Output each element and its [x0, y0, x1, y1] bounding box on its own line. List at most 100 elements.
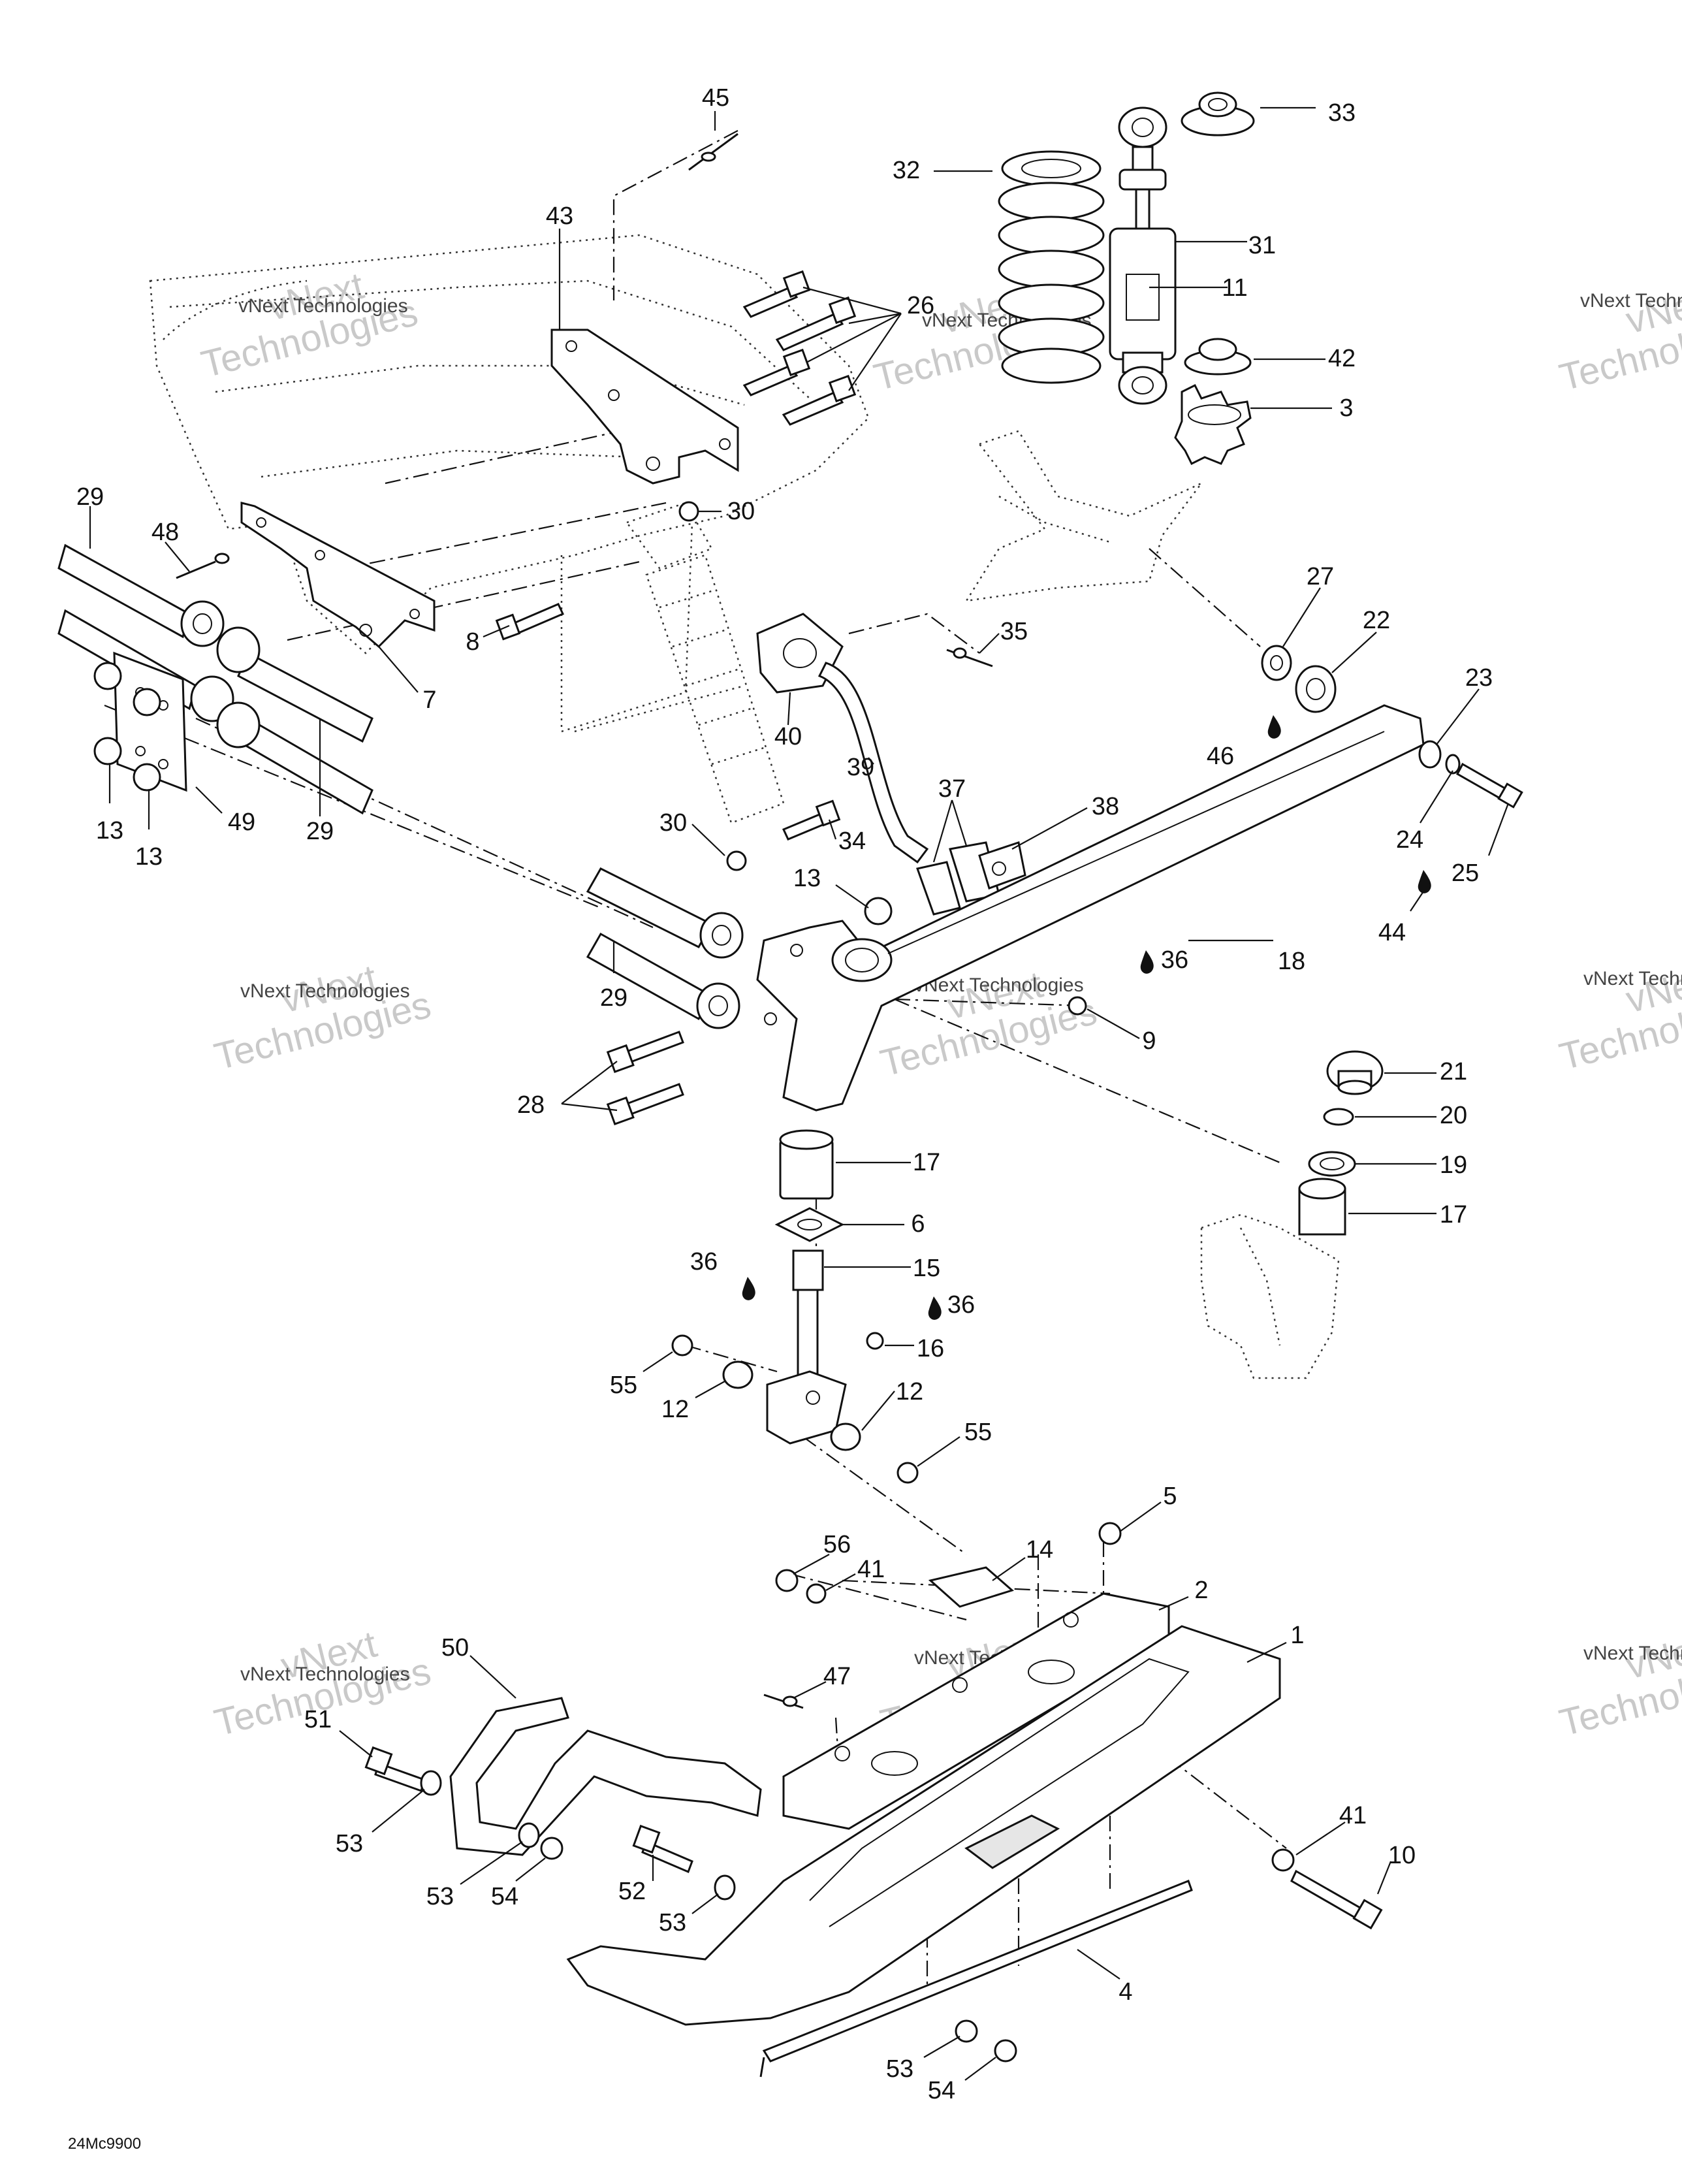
part-label-l23: 23 [1465, 664, 1493, 692]
part-30-nut [678, 501, 747, 871]
part-label-l49: 49 [228, 809, 255, 836]
watermark-text: vNext Technologies [1580, 290, 1682, 312]
watermark-text: vNext Technologies [1583, 968, 1682, 989]
part-42-spring-seat [1184, 338, 1252, 376]
part-34-bolt [782, 799, 841, 841]
part-label-l31: 31 [1248, 232, 1276, 259]
part-label-l34: 34 [838, 827, 866, 855]
part-label-l47: 47 [823, 1663, 851, 1690]
part-label-l19: 19 [1440, 1151, 1467, 1179]
part-label-l42: 42 [1328, 345, 1356, 372]
part-label-l55b: 55 [964, 1419, 992, 1446]
part-label-l29c: 29 [600, 984, 627, 1012]
right-frame-phantom [964, 430, 1202, 602]
part-55-washers [671, 1334, 919, 1484]
part-label-l43: 43 [546, 202, 573, 230]
part-label-l55a: 55 [610, 1372, 637, 1399]
part-12-bushings [722, 1360, 861, 1451]
part-5-nut [1098, 1522, 1122, 1545]
part-label-l18: 18 [1278, 948, 1305, 975]
part-label-l17a: 17 [913, 1149, 940, 1176]
part-25-bolt [1455, 762, 1523, 809]
part-label-l37: 37 [938, 775, 966, 803]
part-label-l48: 48 [151, 519, 179, 546]
part-label-l4: 4 [1119, 1978, 1132, 2006]
part-54-nuts [540, 1837, 1017, 2063]
part-32-coil-spring [998, 150, 1105, 384]
part-label-l53b: 53 [426, 1883, 454, 1910]
grease-drop-icon [928, 1296, 942, 1320]
part-21-cap [1326, 1050, 1384, 1095]
part-29-radius-rods [57, 543, 744, 1029]
part-49-plate [113, 651, 187, 792]
part-15-spindle [766, 1249, 847, 1445]
part-label-l39: 39 [847, 754, 874, 781]
part-28-bolts [606, 1031, 684, 1126]
watermark-text: vNext Technologies [1583, 1643, 1682, 1664]
grease-drop-icons [742, 715, 1431, 1320]
watermark-text: vNext Technologies [914, 974, 1084, 996]
part-label-l36c: 36 [947, 1291, 975, 1319]
part-8-bolt [495, 603, 565, 641]
part-label-l13b: 13 [135, 843, 163, 871]
part-label-l46: 46 [1207, 743, 1234, 770]
part-label-l13a: 13 [96, 817, 123, 844]
part-label-l54b: 54 [928, 2077, 955, 2104]
part-52-bolt [632, 1824, 693, 1873]
part-label-l10: 10 [1388, 1842, 1416, 1869]
part-label-l1: 1 [1290, 1622, 1304, 1649]
part-13-nuts [93, 662, 893, 925]
part-label-l41a: 41 [857, 1556, 885, 1583]
part-label-l15: 15 [913, 1255, 940, 1282]
part-45-cotter-pin [688, 133, 738, 171]
grease-drop-icon [1267, 715, 1281, 739]
part-label-l2: 2 [1194, 1577, 1208, 1604]
right-spindle-phantom [1200, 1213, 1340, 1379]
part-17-bushing [779, 1129, 834, 1200]
grease-drop-icon [742, 1277, 755, 1300]
part-label-l9: 9 [1142, 1027, 1156, 1055]
part-label-l44: 44 [1378, 919, 1406, 946]
part-label-l21: 21 [1440, 1058, 1467, 1085]
part-38-link-ends [978, 841, 1026, 890]
part-56-nut [775, 1569, 799, 1592]
part-label-l14: 14 [1026, 1536, 1053, 1564]
part-label-l16: 16 [917, 1335, 944, 1362]
part-43-upper-bracket [550, 329, 739, 485]
watermark-text: vNext Technologies [240, 980, 410, 1002]
part-22-bushing [1295, 665, 1337, 713]
part-label-l53a: 53 [336, 1830, 363, 1857]
part-label-l27: 27 [1307, 563, 1334, 590]
part-label-l56: 56 [823, 1531, 851, 1558]
part-label-l38: 38 [1092, 793, 1119, 820]
part-label-l32: 32 [893, 157, 920, 184]
part-35-pin [946, 647, 993, 667]
diagram-code: 24Mc9900 [68, 2135, 141, 2153]
part-label-l30b: 30 [659, 809, 687, 837]
part-50-handle [449, 1697, 762, 1856]
part-label-l12a: 12 [896, 1378, 923, 1405]
part-51-bolt [364, 1746, 426, 1792]
part-14-clip [928, 1566, 1015, 1608]
watermarks: vNext Technologies vNext Technologies vN… [197, 265, 1682, 1744]
part-label-l20: 20 [1440, 1102, 1467, 1129]
part-17-bushing-right [1298, 1178, 1346, 1236]
part-9-grease-fitting [1068, 996, 1087, 1016]
watermark-text: vNext Technologies [238, 295, 408, 317]
part-label-l29a: 29 [76, 483, 104, 511]
part-41-washer [806, 1583, 1295, 1872]
part-19-washer [1308, 1151, 1356, 1177]
part-label-l33: 33 [1328, 99, 1356, 127]
part-label-l40: 40 [774, 723, 802, 750]
grease-drop-icon [1418, 870, 1431, 893]
part-label-l52: 52 [618, 1878, 646, 1905]
part-label-l22: 22 [1363, 607, 1390, 634]
part-label-l6: 6 [911, 1210, 925, 1238]
part-label-l8: 8 [466, 628, 479, 656]
part-label-l13c: 13 [793, 865, 821, 892]
part-number-labels: 4533324331112642329304827223582374046393… [76, 84, 1493, 2104]
part-label-l36b: 36 [690, 1248, 718, 1276]
part-label-l5: 5 [1163, 1483, 1177, 1510]
part-label-l53d: 53 [886, 2055, 913, 2083]
part-39-sway-bar [817, 662, 929, 864]
